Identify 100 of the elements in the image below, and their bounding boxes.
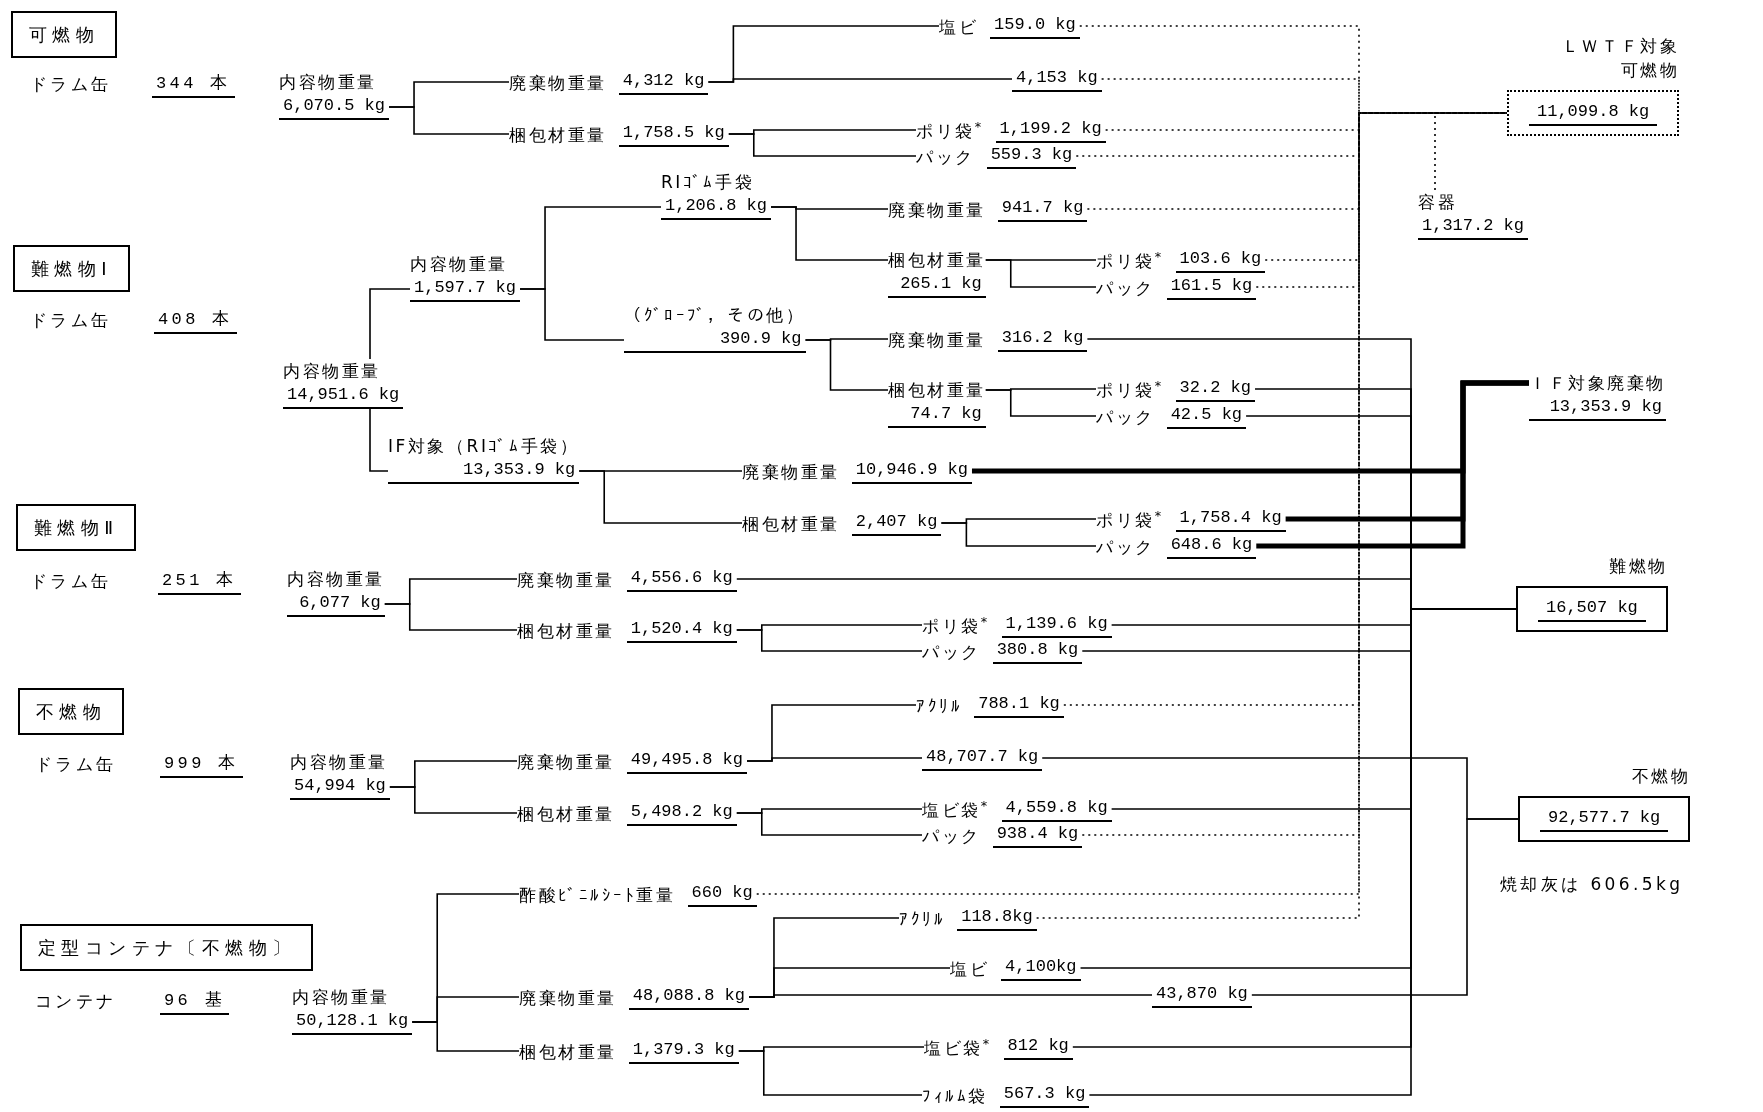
item-label: パック: [922, 825, 981, 848]
total-box: 11,099.8 kg: [1507, 90, 1680, 136]
item-label: 内容物重量: [292, 986, 391, 1009]
connector-line: [940, 522, 1097, 547]
item-label: 廃棄物重量: [509, 72, 607, 95]
item-label: 内容物重量: [290, 751, 389, 774]
connector-line: [389, 786, 518, 814]
item-label: 内容物重量: [279, 71, 378, 94]
note-text: コンテナ: [35, 990, 117, 1013]
weight-value: 14,951.6 kg: [283, 383, 404, 409]
weight-value: 161.5 kg: [1166, 274, 1257, 300]
connector-line: [411, 1021, 520, 1052]
count-value: 999 本: [160, 752, 243, 778]
item-label: 廃棄物重量: [519, 987, 617, 1010]
weight-value: 159.0 kg: [990, 13, 1080, 39]
weight-value: 1,199.2 kg: [995, 117, 1106, 143]
count-value: 251 本: [158, 569, 241, 595]
connector-line: [804, 339, 889, 391]
item-label: 廃棄物重量: [888, 329, 986, 352]
weight-value: 1,317.2 kg: [1418, 214, 1529, 240]
weight-value: 1,758.5 kg: [618, 121, 729, 147]
count-value: 408 本: [154, 308, 237, 334]
item-label: （ｸﾞﾛｰﾌﾞ，その他）: [624, 304, 806, 327]
item-label: 梱包材重量: [509, 124, 607, 147]
total-box: 92,577.7 kg: [1518, 796, 1691, 842]
weight-value: 5,498.2 kg: [626, 800, 737, 826]
weight-value: 4,312 kg: [618, 69, 709, 95]
connector-line: [755, 112, 1508, 895]
item-label: ポリ袋$^{*}$: [1096, 249, 1164, 273]
weight-value: 4,100kg: [1001, 955, 1081, 981]
weight-value: 941.7 kg: [997, 196, 1088, 222]
connector-line: [707, 78, 1013, 83]
item-label: 塩ビ: [950, 958, 990, 981]
weight-value: 316.2 kg: [997, 326, 1088, 352]
weight-value: 32.2 kg: [1175, 376, 1255, 402]
category-box: 可燃物: [11, 11, 118, 58]
item-label: RIｺﾞﾑ手袋: [661, 171, 756, 194]
item-label: 廃棄物重量: [888, 199, 986, 222]
item-label: 梱包材重量: [519, 1041, 617, 1064]
weight-value: 4,559.8 kg: [1001, 796, 1112, 822]
item-label: ﾌｨﾙﾑ袋: [922, 1085, 988, 1108]
weight-value: 50,128.1 kg: [292, 1009, 413, 1035]
weight-value: 49,495.8 kg: [626, 748, 747, 774]
connector-line: [578, 470, 743, 524]
weight-value: 10,946.9 kg: [851, 458, 972, 484]
connector-line: [1256, 380, 1529, 549]
item-label: パック: [1096, 536, 1155, 559]
item-label: ポリ袋$^{*}$: [922, 614, 990, 638]
weight-value: 1,597.7 kg: [410, 276, 521, 302]
weight-value: 13,353.9 kg: [388, 458, 580, 484]
category-box: 不燃物: [18, 688, 125, 735]
item-label: 内容物重量: [287, 568, 385, 591]
weight-value: 567.3 kg: [999, 1082, 1090, 1108]
item-label: 塩ビ袋$^{*}$: [922, 798, 990, 822]
weight-value: 4,153 kg: [1012, 66, 1102, 92]
weight-value: 648.6 kg: [1166, 533, 1257, 559]
item-label: 酢酸ﾋﾞﾆﾙｼｰﾄ重量: [519, 884, 676, 907]
item-label: 廃棄物重量: [742, 461, 840, 484]
weight-value: 390.9 kg: [624, 327, 806, 353]
connector-line: [984, 259, 1097, 288]
weight-value: 6,070.5 kg: [279, 94, 390, 120]
item-label: 梱包材重量: [888, 379, 986, 402]
connector-line: [369, 288, 411, 360]
weight-value: 1,758.4 kg: [1175, 506, 1286, 532]
item-label: 廃棄物重量: [517, 751, 615, 774]
category-box: 難燃物Ⅱ: [16, 504, 137, 551]
connector-line: [369, 408, 389, 472]
connector-line: [519, 288, 625, 341]
item-label: ｱｸﾘﾙ: [916, 695, 963, 718]
item-label: ＩＦ対象廃棄物: [1529, 372, 1666, 395]
connector-line: [746, 757, 923, 762]
connector-line: [383, 603, 518, 631]
count-value: 96 基: [160, 989, 230, 1015]
connector-line: [770, 206, 889, 261]
weight-value: 2,407 kg: [851, 510, 942, 536]
total-box: 16,507 kg: [1516, 586, 1668, 632]
item-label: ポリ袋$^{*}$: [916, 119, 984, 143]
item-label: パック: [1096, 277, 1155, 300]
item-label: 廃棄物重量: [517, 569, 615, 592]
item-label: 塩ビ: [939, 16, 979, 39]
connector-line: [1035, 112, 1508, 919]
item-label: パック: [922, 641, 981, 664]
item-label: 内容物重量: [283, 360, 382, 383]
weight-value: 4,556.6 kg: [626, 566, 737, 592]
item-label: ポリ袋$^{*}$: [1096, 378, 1164, 402]
note-text: ドラム缶: [30, 570, 112, 593]
note-text: ドラム缶: [30, 309, 112, 332]
item-label: 梱包材重量: [517, 620, 615, 643]
item-label: 容器: [1418, 191, 1459, 214]
weight-value: 48,707.7 kg: [922, 745, 1043, 771]
weight-value: 6,077 kg: [287, 591, 385, 617]
item-label: 梱包材重量: [742, 513, 840, 536]
note-text: 焼却灰は 606.5kg: [1500, 873, 1684, 896]
item-label: パック: [916, 146, 975, 169]
connector-line: [984, 389, 1097, 417]
weight-value: 1,379.3 kg: [628, 1038, 739, 1064]
weight-value: 559.3 kg: [986, 143, 1077, 169]
note-text: ドラム缶: [35, 753, 117, 776]
connector-line: [388, 106, 510, 135]
connector-line: [728, 133, 917, 157]
